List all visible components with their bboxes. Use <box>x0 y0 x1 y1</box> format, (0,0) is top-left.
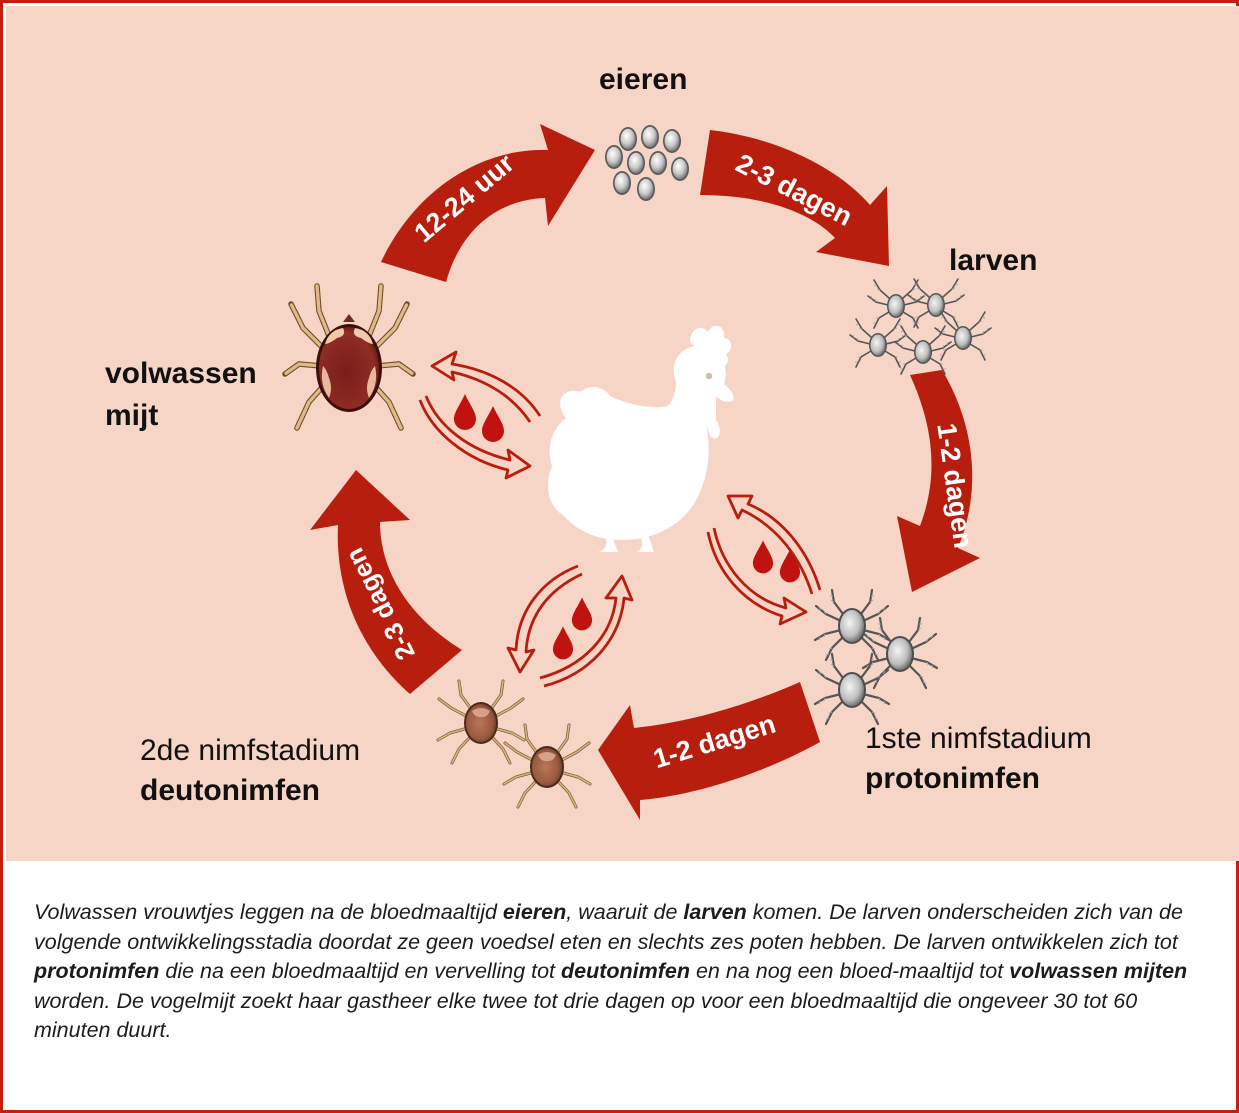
blood-drop-icon <box>552 626 574 660</box>
blood-drops-deutonymph <box>552 597 593 660</box>
stage-label-deutonymph: 2de nimfstadium deutonimfen <box>140 733 360 809</box>
caption-term-eggs: eieren <box>502 900 567 924</box>
egg <box>619 127 637 151</box>
caption-part: en na nog een bloed-maaltijd tot <box>690 959 1010 984</box>
lifecycle-diagram: 12-24 uur 2-3 dagen 1-2 dagen 1-2 dagen … <box>0 124 992 820</box>
curved-double-arrow-icon <box>726 494 822 595</box>
egg <box>649 151 667 175</box>
blood-drops-adult <box>454 394 504 442</box>
deutonymph-cluster <box>436 679 592 809</box>
stage-label-deutonymph-line1: 2de nimfstadium <box>140 734 361 767</box>
egg <box>637 177 655 201</box>
egg-cluster <box>605 125 689 201</box>
adult-mite-icon <box>285 286 413 428</box>
feeding-arrows-adult <box>418 350 542 480</box>
curved-double-arrow-icon <box>418 395 532 480</box>
stage-label-deutonymph-line2: deutonimfen <box>140 774 320 807</box>
stage-label-larvae: larven <box>949 244 1038 277</box>
larvae-cluster <box>849 278 992 375</box>
stage-label-eggs: eieren <box>599 63 688 96</box>
egg <box>671 157 689 181</box>
blood-drop-icon <box>752 540 774 574</box>
blood-drops-protonymph <box>752 540 801 583</box>
egg <box>663 129 681 153</box>
feeding-arrows-deutonymph <box>506 564 634 688</box>
egg <box>641 125 659 149</box>
hen-icon <box>548 325 734 552</box>
arrow-adult-to-eggs: 12-24 uur <box>381 124 595 282</box>
protonymph-cluster <box>813 588 939 726</box>
caption-term-adult-mites: volwassen mijten <box>1009 959 1188 984</box>
stage-label-adult-line1: volwassen <box>105 357 257 390</box>
protonymph-icon <box>813 652 891 726</box>
egg <box>605 145 623 169</box>
protonymph-icon <box>813 588 891 662</box>
larva-icon <box>907 278 965 328</box>
blood-drop-icon <box>779 549 801 583</box>
stage-label-protonymph: 1ste nimfstadium protonimfen <box>865 721 1092 797</box>
arrow-eggs-to-larvae: 2-3 dagen <box>700 130 889 266</box>
arrow-protonymph-to-deutonymph: 1-2 dagen <box>598 682 820 820</box>
egg <box>627 151 645 175</box>
deutonymph-icon <box>436 679 526 765</box>
larva-icon <box>867 279 925 329</box>
stage-label-adult: volwassen mijt <box>105 356 257 434</box>
blood-drop-icon <box>482 406 504 442</box>
caption-term-larvae: larven <box>683 900 747 924</box>
larva-icon <box>934 311 992 361</box>
curved-double-arrow-icon <box>706 527 808 626</box>
curved-double-arrow-icon <box>430 350 542 423</box>
curved-double-arrow-icon <box>539 574 634 688</box>
stage-label-protonymph-line2: protonimfen <box>865 762 1040 795</box>
caption-part: die na een bloedmaaltijd en vervelling t… <box>159 959 561 984</box>
blood-drop-icon <box>571 597 593 631</box>
stage-label-adult-line2: mijt <box>105 399 159 432</box>
caption-part: worden. De vogelmijt zoekt haar gastheer… <box>34 988 1138 1043</box>
caption-part: , waaruit de <box>566 900 684 924</box>
curved-double-arrow-icon <box>506 564 583 674</box>
caption-part: Volwassen vrouwtjes leggen na de bloedma… <box>34 900 503 924</box>
caption-term-protonymphs: protonimfen <box>34 959 160 984</box>
stage-label-protonymph-line1: 1ste nimfstadium <box>865 722 1092 755</box>
egg <box>613 171 631 195</box>
arrow-deutonymph-to-adult: 2-3 dagen <box>310 470 462 694</box>
caption-term-deutonymphs: deutonimfen <box>561 959 690 984</box>
arrow-larvae-to-protonymph: 1-2 dagen <box>897 370 980 592</box>
feeding-arrows-protonymph <box>706 494 822 626</box>
caption-part: komen. De larven onderscheiden zich van … <box>34 900 1183 954</box>
blood-drop-icon <box>454 394 476 430</box>
caption-text: Volwassen vrouwtjes leggen na de bloedma… <box>34 898 1210 1046</box>
